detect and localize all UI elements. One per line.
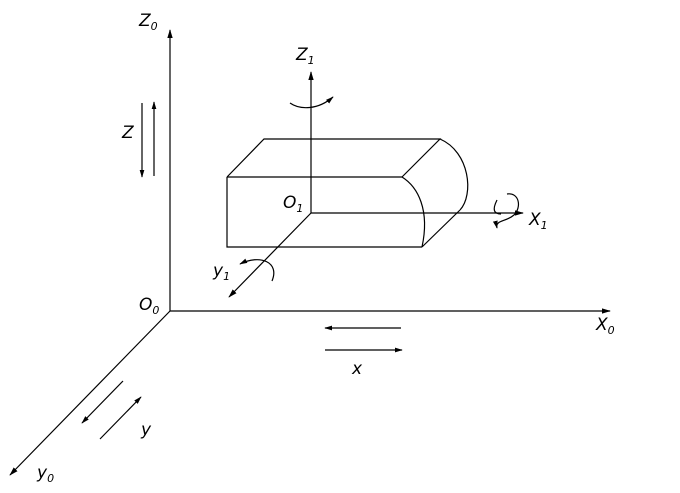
x1-rotation-arrow-lead	[493, 199, 502, 215]
x1-rotation-arrow	[492, 193, 520, 229]
x0-label: X0	[595, 315, 615, 337]
x-motion-label: x	[351, 359, 363, 379]
y-motion-label: y	[140, 420, 152, 440]
workpiece-block	[226, 138, 469, 248]
z-motion-label: Z	[121, 123, 134, 143]
y1-label: y1	[212, 261, 230, 283]
labels: Z0 X0 y0 O0 Z1 X1 y1 O1 Z x y	[36, 11, 615, 485]
y0-label: y0	[36, 463, 54, 485]
translation-arrows	[81, 101, 403, 440]
y0-axis	[9, 310, 171, 476]
block-front-arc	[401, 176, 426, 248]
block-top-face	[226, 138, 442, 178]
o0-label: O0	[139, 295, 159, 317]
z1-rotation-arrow	[289, 96, 334, 109]
y-motion-arrow-in	[99, 396, 142, 440]
block-back-arc	[439, 138, 469, 211]
y1-rotation-arrow	[239, 258, 275, 282]
global-axes	[9, 29, 611, 476]
block-bottom-edge	[421, 209, 461, 248]
block-front-face	[226, 176, 422, 248]
z1-label: Z1	[295, 45, 315, 67]
y-motion-arrow-out	[81, 380, 124, 424]
x1-label: X1	[528, 210, 548, 232]
y1-axis	[228, 212, 312, 298]
z0-label: Z0	[138, 11, 158, 33]
rotation-arrows	[239, 96, 520, 282]
local-axes	[228, 71, 524, 298]
o1-label: O1	[283, 193, 303, 215]
